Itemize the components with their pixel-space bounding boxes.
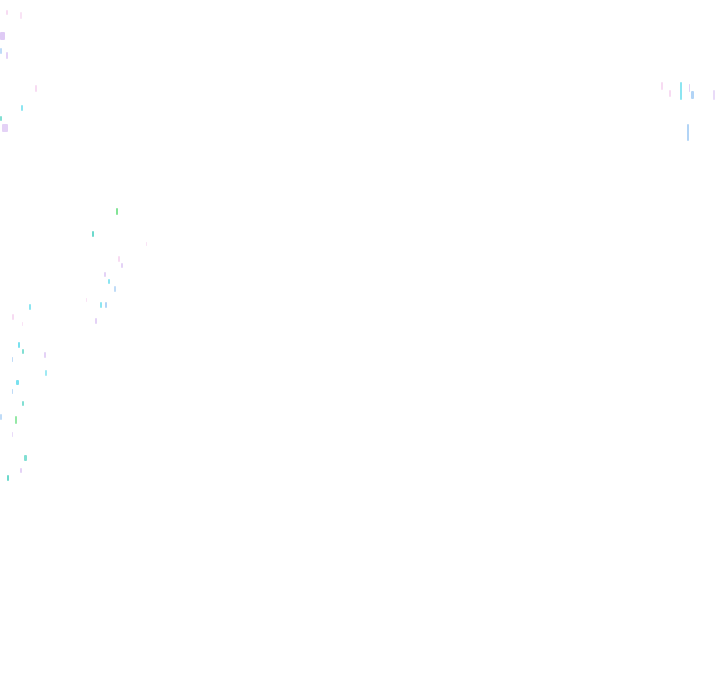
noise-speck xyxy=(21,105,23,111)
noise-speck xyxy=(108,279,110,284)
noise-speck xyxy=(691,91,694,99)
noise-speck xyxy=(0,116,2,121)
noise-speck xyxy=(20,468,22,473)
noise-speck xyxy=(114,286,116,292)
noise-speck xyxy=(687,124,689,141)
noise-speck xyxy=(22,322,23,326)
noise-speck xyxy=(100,302,102,308)
noise-speck xyxy=(661,82,663,90)
noise-speck xyxy=(20,12,22,19)
noise-speck xyxy=(0,414,2,420)
noise-speck xyxy=(95,318,97,324)
noise-speck xyxy=(86,298,87,302)
noise-speck xyxy=(18,342,20,348)
noise-speck xyxy=(22,401,24,406)
noise-speck xyxy=(15,416,17,424)
noise-speck xyxy=(105,302,107,308)
noise-speck xyxy=(121,263,123,268)
noise-speck xyxy=(146,242,147,246)
noise-speck xyxy=(12,432,13,437)
noise-speck xyxy=(22,349,24,354)
noise-speck xyxy=(104,272,106,277)
noise-speck xyxy=(92,231,94,237)
noise-speck xyxy=(12,389,13,394)
noise-speck xyxy=(116,208,118,215)
noise-speck xyxy=(16,380,19,385)
noise-speck xyxy=(0,32,5,40)
noise-speck xyxy=(44,352,46,358)
noise-speck xyxy=(7,475,9,481)
noise-speck xyxy=(680,82,682,100)
noise-speck xyxy=(24,455,27,461)
noise-speck xyxy=(35,85,37,92)
noise-speck xyxy=(118,256,120,262)
noise-speck xyxy=(12,357,13,362)
noise-speck xyxy=(6,10,8,15)
noise-speck xyxy=(0,48,2,54)
noise-speck xyxy=(12,314,14,320)
noise-speck xyxy=(29,304,31,310)
noise-speck xyxy=(669,90,671,97)
noise-speck xyxy=(6,52,8,59)
noise-speck xyxy=(713,90,715,100)
noise-speck xyxy=(45,370,47,376)
noise-speck xyxy=(689,84,690,92)
noise-speck xyxy=(2,124,8,132)
